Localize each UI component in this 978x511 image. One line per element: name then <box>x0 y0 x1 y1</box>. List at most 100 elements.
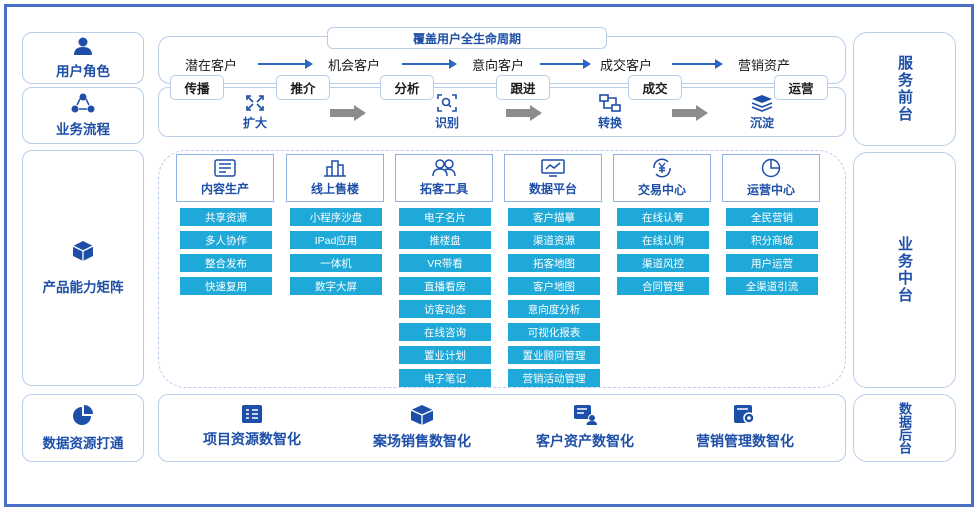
capability-item: 置业顾问管理 <box>508 346 600 364</box>
left-card-capability-matrix: 产品能力矩阵 <box>22 150 144 386</box>
capability-item: 电子名片 <box>399 208 491 226</box>
capability-item: 用户运营 <box>726 254 818 272</box>
right-card-label: 业务中台 <box>896 236 913 304</box>
capability-item: 直播看房 <box>399 277 491 295</box>
capability-item: 快速复用 <box>180 277 272 295</box>
flow-icon <box>71 93 95 113</box>
cube-icon <box>72 241 94 261</box>
data-source-label: 客户资产数智化 <box>536 433 634 449</box>
step-convert: 转换 <box>580 94 640 131</box>
stage-arrow <box>540 59 591 69</box>
capability-item: VR带看 <box>399 254 491 272</box>
stage-arrow <box>672 59 723 69</box>
stage-potential: 潜在客户 <box>185 58 238 73</box>
capability-item: 置业计划 <box>399 346 491 364</box>
stage-opportunity: 机会客户 <box>328 58 381 73</box>
left-card-label: 产品能力矩阵 <box>42 280 124 295</box>
capability-item: 电子笔记 <box>399 369 491 387</box>
data-source-marketing: 营销管理数智化 <box>696 404 794 451</box>
right-card-business-middle: 业务中台 <box>853 152 956 388</box>
document-icon <box>214 159 236 177</box>
left-card-user-role: 用户角色 <box>22 32 144 84</box>
lifecycle-title: 覆盖用户全生命周期 <box>327 27 607 49</box>
settings-card-icon <box>734 405 755 424</box>
capability-item: 意向度分析 <box>508 300 600 318</box>
capability-item: 推楼盘 <box>399 231 491 249</box>
layers-icon <box>751 95 773 112</box>
capability-item: 在线咨询 <box>399 323 491 341</box>
step-label: 扩大 <box>242 116 267 130</box>
capability-item: 营销活动管理 <box>508 369 600 387</box>
action-follow-up: 跟进 <box>496 75 550 100</box>
stage-asset: 营销资产 <box>738 58 791 73</box>
left-card-label: 数据资源打通 <box>42 435 124 451</box>
capability-title: 数据平台 <box>528 182 577 196</box>
action-operate: 运营 <box>774 75 828 100</box>
step-label: 转换 <box>597 116 622 130</box>
expand-icon <box>246 95 264 111</box>
box-icon <box>410 405 434 425</box>
capability-title: 交易中心 <box>637 183 686 197</box>
gray-arrow-icon <box>506 105 542 121</box>
capability-items: 在线认筹在线认购渠道风控合同管理 <box>617 208 709 295</box>
building-icon <box>324 160 346 177</box>
users-icon <box>432 159 456 177</box>
capability-item: 在线认购 <box>617 231 709 249</box>
action-deal: 成交 <box>628 75 682 100</box>
capability-items: 电子名片推楼盘 VR带看直播看房访客动态在线咨询置业计划电子笔记 <box>399 208 491 387</box>
stage-closed: 成交客户 <box>600 58 653 73</box>
data-source-label: 项目资源数智化 <box>203 431 301 447</box>
right-card-label: 服务前台 <box>896 55 913 123</box>
capability-item: 全渠道引流 <box>726 277 818 295</box>
capability-item: 在线认筹 <box>617 208 709 226</box>
right-card-label: 数据后台 <box>897 402 912 454</box>
capability-item: 可视化报表 <box>508 323 600 341</box>
step-label: 识别 <box>434 116 459 130</box>
gray-arrow-icon <box>330 105 366 121</box>
stage-intent: 意向客户 <box>472 58 525 73</box>
capability-item: 一体机 <box>290 254 382 272</box>
user-card-icon <box>574 405 597 425</box>
capability-trade-center: 交易中心 <box>613 154 711 202</box>
step-expand: 扩大 <box>225 94 285 131</box>
capability-item: 积分商城 <box>726 231 818 249</box>
user-icon <box>74 37 92 55</box>
data-source-customer: 客户资产数智化 <box>536 404 634 451</box>
data-source-panel <box>158 394 846 462</box>
action-analyze: 分析 <box>380 75 434 100</box>
monitor-chart-icon <box>541 159 565 177</box>
left-card-label: 用户角色 <box>56 63 110 79</box>
right-card-service-front: 服务前台 <box>853 32 956 146</box>
capability-item: IPad应用 <box>290 231 382 249</box>
capability-title: 线上售楼 <box>310 182 359 196</box>
capability-lead-tools: 拓客工具 <box>395 154 493 202</box>
capability-item: 拓客地图 <box>508 254 600 272</box>
capability-item: 小程序沙盘 <box>290 208 382 226</box>
capability-items: 共享资源多人协作整合发布快速复用 <box>180 208 272 295</box>
left-card-label: 业务流程 <box>56 122 110 137</box>
capability-item: 客户描摹 <box>508 208 600 226</box>
left-card-data-resources: 数据资源打通 <box>22 394 144 462</box>
capability-title: 运营中心 <box>746 183 795 197</box>
capability-item: 客户地图 <box>508 277 600 295</box>
capability-content-production: 内容生产 <box>176 154 274 202</box>
action-spread: 传播 <box>170 75 224 100</box>
data-source-label: 案场销售数智化 <box>373 433 471 449</box>
capability-title: 内容生产 <box>200 182 249 196</box>
capability-item: 共享资源 <box>180 208 272 226</box>
stage-arrow <box>258 59 313 69</box>
capability-items: 全民营销积分商城用户运营全渠道引流 <box>726 208 818 295</box>
capability-item: 渠道资源 <box>508 231 600 249</box>
pie-chart-icon <box>761 158 781 178</box>
capability-item: 合同管理 <box>617 277 709 295</box>
stage-arrow <box>402 59 457 69</box>
yuan-cycle-icon <box>653 158 671 178</box>
capability-online-sales: 线上售楼 <box>286 154 384 202</box>
action-recommend: 推介 <box>276 75 330 100</box>
gray-arrow-icon <box>672 105 708 121</box>
right-card-data-back: 数据后台 <box>853 394 956 462</box>
list-icon <box>242 405 262 423</box>
capability-item: 访客动态 <box>399 300 491 318</box>
capability-title: 拓客工具 <box>419 182 468 196</box>
data-source-label: 营销管理数智化 <box>696 433 794 449</box>
